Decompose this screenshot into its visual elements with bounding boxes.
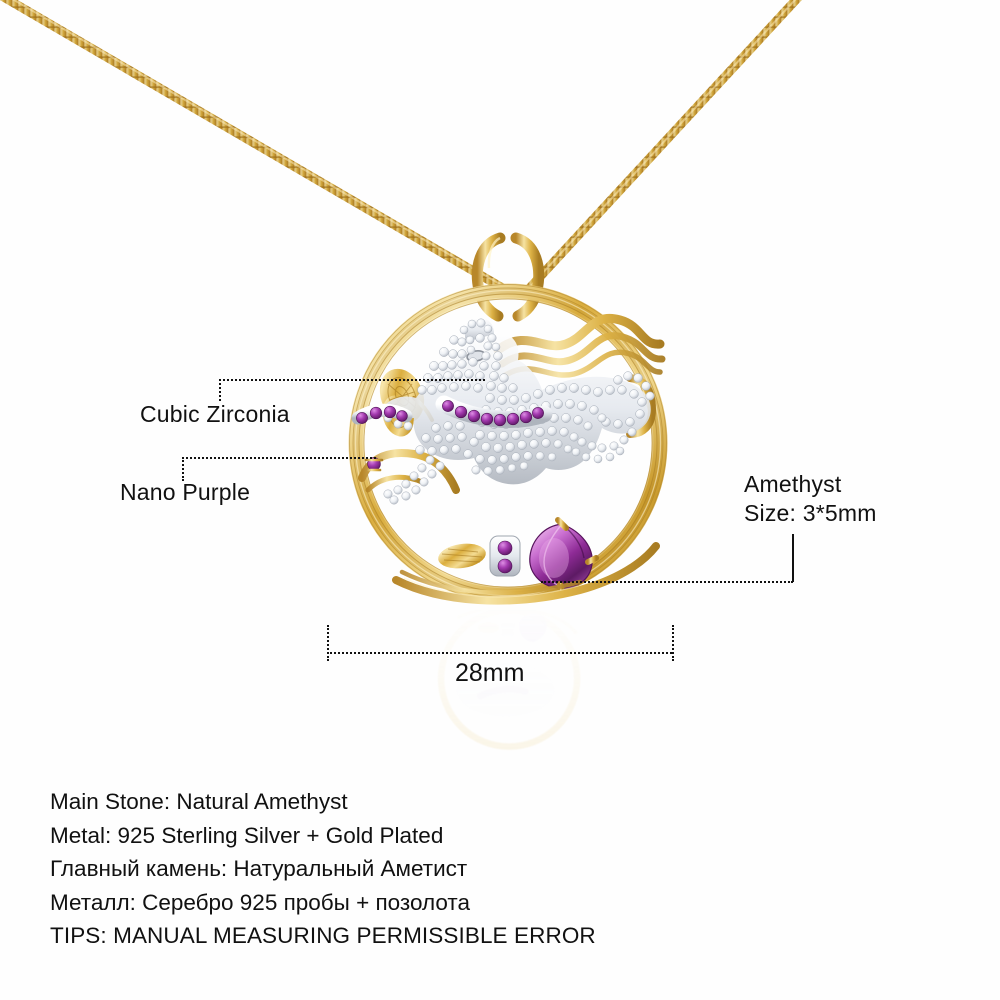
dimension-tick-left <box>327 625 329 661</box>
spec-metal: Metal: 925 Sterling Silver + Gold Plated <box>50 822 444 848</box>
spec-tips: TIPS: MANUAL MEASURING PERMISSIBLE ERROR <box>50 923 596 948</box>
leader-line-cubic-zirconia-vertical <box>219 379 221 401</box>
callout-text-amethyst-size: Size: 3*5mm <box>744 500 877 527</box>
leader-line-nano-purple-horizontal <box>182 457 376 459</box>
necklace-chain-left <box>0 0 509 294</box>
callout-label-cubic-zirconia: Cubic Zirconia <box>140 400 290 429</box>
necklace-chain-right <box>521 0 802 297</box>
nano-purple-cluster-left <box>351 403 413 472</box>
nano-purple-setting-bottom <box>489 535 521 577</box>
dimension-label: 28mm <box>455 659 525 687</box>
leader-line-nano-purple-vertical <box>182 457 184 481</box>
callout-label-nano-purple: Nano Purple <box>120 478 250 507</box>
spec-main-stone: Main Stone: Natural Amethyst <box>50 789 348 814</box>
leader-line-cubic-zirconia-horizontal <box>219 379 485 381</box>
dimension-line-horizontal <box>327 652 672 654</box>
pendant-bail <box>471 232 545 322</box>
callout-label-amethyst: Amethyst Size: 3*5mm <box>744 470 877 529</box>
gold-leaf <box>438 543 486 569</box>
leader-line-amethyst-vertical <box>792 534 794 582</box>
spec-main-stone-ru: Главный камень: Натуральный Аметист <box>50 856 468 881</box>
callout-text-cubic-zirconia: Cubic Zirconia <box>140 401 290 427</box>
dimension-tick-right <box>672 625 674 661</box>
bottom-amethyst-group <box>438 517 599 595</box>
callout-text-nano-purple: Nano Purple <box>120 479 251 505</box>
callout-text-amethyst-name: Amethyst <box>744 471 842 497</box>
leader-line-amethyst-horizontal <box>541 581 793 583</box>
nano-purple-saddle <box>435 395 553 428</box>
pendant <box>348 232 668 605</box>
specification-list: Main Stone: Natural Amethyst Metal: 925 … <box>50 785 950 953</box>
inner-gold-branch-bottom <box>392 542 660 605</box>
spec-metal-ru: Металл: Серебро 925 пробы + позолота <box>50 889 470 915</box>
